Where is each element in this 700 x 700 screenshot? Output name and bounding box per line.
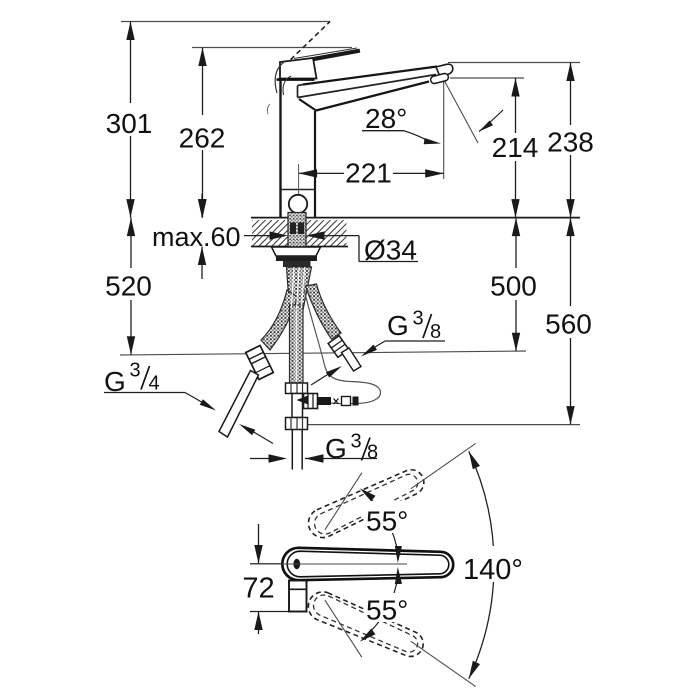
- svg-text:214: 214: [492, 132, 539, 163]
- svg-text:8: 8: [367, 442, 378, 464]
- svg-text:3: 3: [351, 431, 362, 453]
- svg-text:4: 4: [149, 373, 160, 395]
- svg-text:262: 262: [179, 123, 226, 154]
- svg-text:G: G: [325, 433, 347, 464]
- svg-text:Ø34: Ø34: [364, 235, 417, 266]
- svg-text:301: 301: [106, 108, 153, 139]
- svg-text:140°: 140°: [463, 554, 523, 586]
- svg-text:238: 238: [547, 127, 594, 158]
- svg-text:3: 3: [413, 308, 424, 330]
- svg-text:221: 221: [345, 158, 392, 189]
- svg-text:72: 72: [242, 573, 274, 605]
- svg-text:3: 3: [130, 360, 141, 382]
- svg-text:500: 500: [490, 271, 537, 302]
- svg-text:8: 8: [430, 321, 441, 343]
- svg-text:560: 560: [545, 309, 592, 340]
- svg-text:55°: 55°: [366, 506, 408, 537]
- svg-text:520: 520: [105, 271, 152, 302]
- svg-text:G: G: [387, 310, 409, 341]
- svg-text:28°: 28°: [365, 103, 407, 134]
- svg-text:55°: 55°: [366, 595, 408, 626]
- svg-text:G: G: [104, 366, 126, 397]
- svg-text:max.60: max.60: [152, 222, 241, 252]
